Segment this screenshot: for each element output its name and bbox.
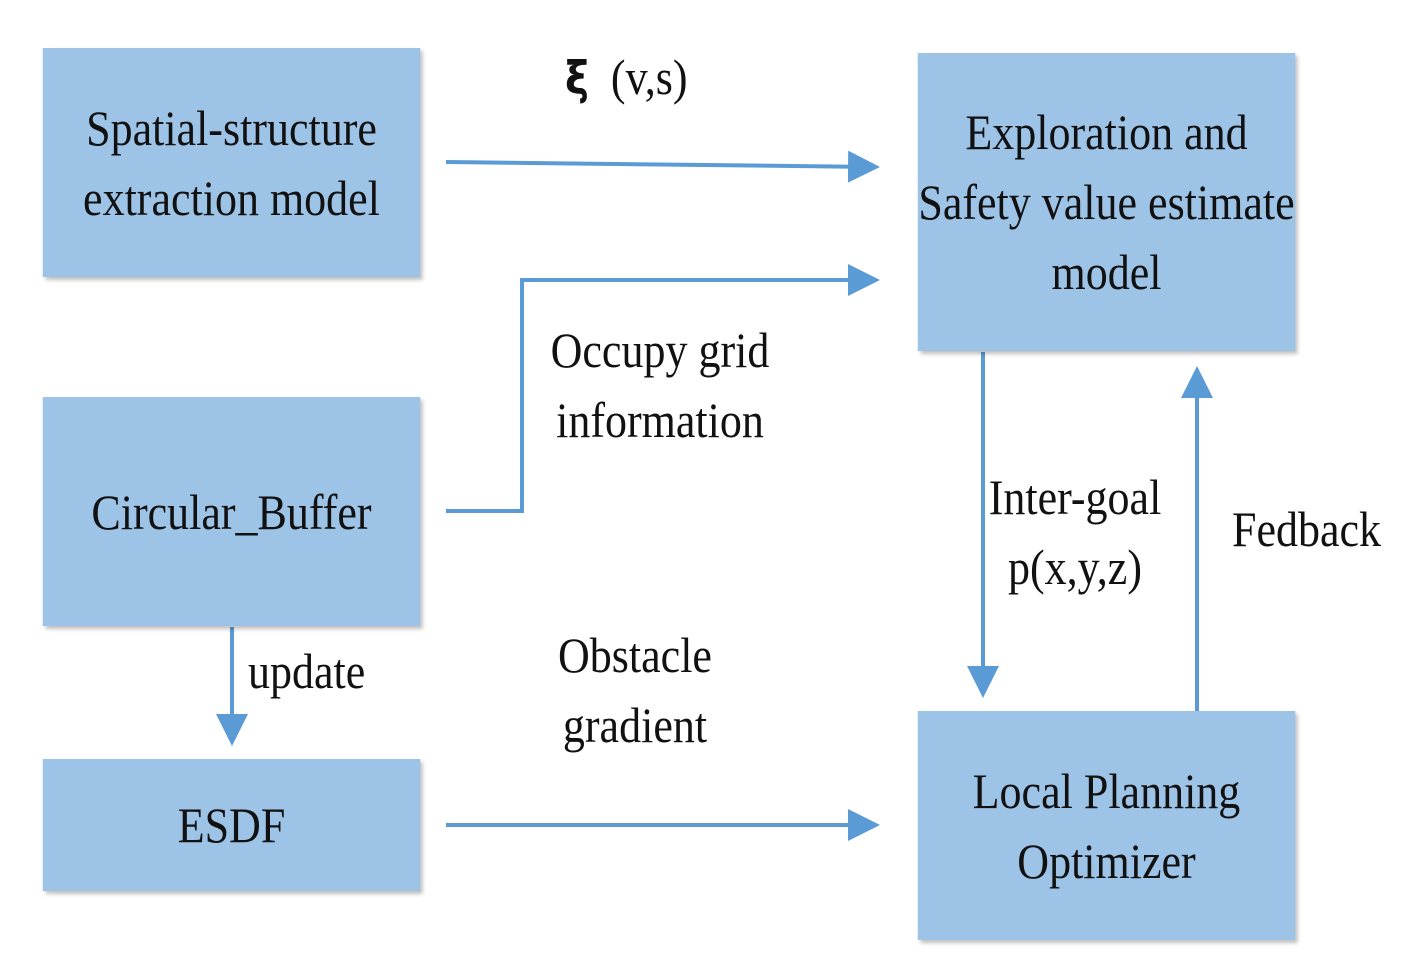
box-text-line: Local Planning	[972, 762, 1241, 819]
spatial-structure-extraction-box: Spatial-structure extraction model	[42, 48, 421, 277]
label-line: information	[556, 392, 764, 448]
box-text-line: Circular_Buffer	[91, 483, 372, 540]
circular-buffer-box: Circular_Buffer	[42, 397, 421, 626]
label-line: Fedback	[1232, 501, 1382, 557]
box-text-line: Exploration and	[965, 104, 1248, 160]
label-line: p(x,y,z)	[1008, 539, 1142, 595]
occupy-grid-label: Occupy grid information	[537, 315, 783, 455]
arrow-spatial-to-exploration	[445, 150, 880, 183]
obstacle-gradient-label: Obstacle gradient	[529, 620, 740, 760]
box-text-line: ESDF	[177, 797, 286, 853]
label-line: gradient	[562, 697, 708, 753]
box-text-line: model	[1051, 244, 1162, 300]
local-planning-optimizer-box: Local Planning Optimizer	[917, 711, 1296, 940]
exploration-safety-value-box: Exploration and Safety value estimate mo…	[917, 53, 1296, 351]
xi-symbol: ξ	[565, 51, 589, 105]
feedback-label: Fedback	[1232, 494, 1381, 564]
arrow-circular-to-exploration	[446, 264, 880, 513]
xi-label: ξ (v,s)	[565, 42, 687, 113]
update-label: update	[248, 636, 365, 706]
label-line: Occupy grid	[550, 322, 770, 378]
box-text-line: extraction model	[83, 169, 380, 226]
box-text-line: Spatial-structure	[86, 99, 377, 156]
label-line: update	[248, 643, 366, 699]
xi-args: (v,s)	[610, 49, 688, 105]
label-line: Obstacle	[558, 627, 712, 683]
box-text-line: Safety value estimate	[918, 174, 1295, 230]
esdf-box: ESDF	[42, 759, 421, 891]
label-line: Inter-goal	[988, 469, 1162, 525]
inter-goal-label: Inter-goal p(x,y,z)	[983, 462, 1168, 602]
box-text-line: Optimizer	[1017, 832, 1196, 889]
